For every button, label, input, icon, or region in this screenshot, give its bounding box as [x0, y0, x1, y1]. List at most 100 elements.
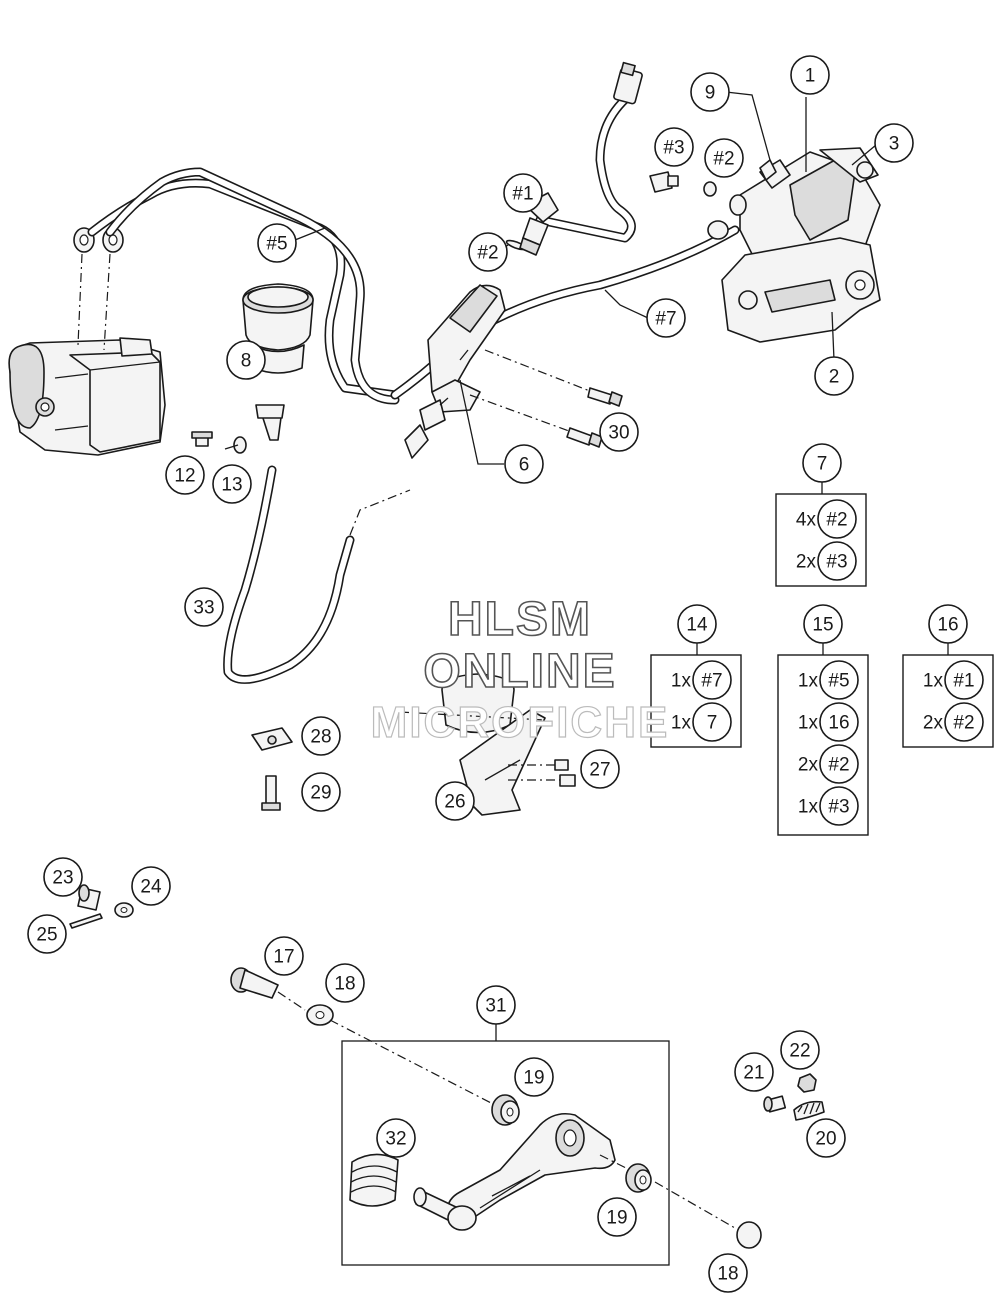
- callout-29[interactable]: 29: [301, 772, 341, 812]
- callout-32[interactable]: 32: [376, 1118, 416, 1158]
- callout-25[interactable]: 25: [27, 914, 67, 954]
- callout-circle: [597, 1197, 637, 1237]
- watermark-line-3: MICROFICHE: [370, 697, 670, 747]
- callout-22[interactable]: 22: [780, 1030, 820, 1070]
- callout-h5[interactable]: #5: [257, 223, 297, 263]
- bolt-29[interactable]: [261, 775, 281, 811]
- clevis-pin-23[interactable]: [77, 884, 101, 911]
- callout-1[interactable]: 1: [790, 55, 830, 95]
- callout-circle: [476, 985, 516, 1025]
- callout-6[interactable]: 6: [504, 444, 544, 484]
- callout-circle: [468, 232, 508, 272]
- callout-h3[interactable]: #3: [654, 127, 694, 167]
- kit-item-label: #5: [828, 671, 849, 692]
- pivot-bolt-17[interactable]: [230, 967, 306, 1011]
- kit-item-ref[interactable]: #3: [817, 541, 857, 581]
- callout-18a[interactable]: 18: [325, 963, 365, 1003]
- callout-24[interactable]: 24: [131, 866, 171, 906]
- washer-24[interactable]: [114, 902, 134, 918]
- callout-h2b[interactable]: #2: [704, 138, 744, 178]
- bleed-valve-9[interactable]: [759, 159, 777, 181]
- callout-h2a[interactable]: #2: [468, 232, 508, 272]
- callout-label: 1: [805, 66, 816, 87]
- callout-20[interactable]: 20: [806, 1118, 846, 1158]
- callout-2[interactable]: 2: [814, 356, 854, 396]
- reservoir-hose-33[interactable]: [223, 465, 411, 685]
- pressure-sensor-1[interactable]: [519, 192, 559, 256]
- kit-item-ref[interactable]: #5: [819, 660, 859, 700]
- callout-19a[interactable]: 19: [514, 1057, 554, 1097]
- kit-item-ref[interactable]: 7: [692, 702, 732, 742]
- callout-27[interactable]: 27: [580, 749, 620, 789]
- callout-28[interactable]: 28: [301, 716, 341, 756]
- kit-item-circle: [819, 744, 859, 784]
- kit-item-ref[interactable]: #7: [692, 660, 732, 700]
- callout-circle: [165, 455, 205, 495]
- callout-26[interactable]: 26: [435, 781, 475, 821]
- nut-22[interactable]: [797, 1073, 817, 1093]
- callout-9[interactable]: 9: [690, 72, 730, 112]
- kit-item-circle: [819, 702, 859, 742]
- kit-callout[interactable]: 16: [928, 604, 968, 644]
- kit-item-ref[interactable]: 16: [819, 702, 859, 742]
- reservoir-screw-12[interactable]: [191, 431, 213, 447]
- callout-13[interactable]: 13: [212, 464, 252, 504]
- callout-circle: [504, 444, 544, 484]
- callout-18b[interactable]: 18: [708, 1253, 748, 1293]
- bracket-bolts-27[interactable]: [508, 759, 576, 787]
- callout-label: 6: [519, 455, 530, 476]
- callout-label: 20: [815, 1129, 836, 1150]
- brake-line-5[interactable]: [87, 167, 400, 405]
- callout-circle: [690, 72, 730, 112]
- callout-17[interactable]: 17: [264, 936, 304, 976]
- kit-item-ref[interactable]: #3: [819, 786, 859, 826]
- callout-8[interactable]: 8: [226, 340, 266, 380]
- master-cylinder-6[interactable]: [404, 284, 506, 459]
- washer-18-lower[interactable]: [736, 1221, 762, 1249]
- kit-callout[interactable]: 7: [802, 443, 842, 483]
- kit-item-qty: 1x: [923, 671, 944, 692]
- callout-h7[interactable]: #7: [646, 298, 686, 338]
- reservoir-clip-13[interactable]: [233, 436, 247, 454]
- callout-circle: [212, 464, 252, 504]
- brake-fluid-reservoir-8[interactable]: [242, 283, 314, 441]
- kit-item-circle: [944, 702, 984, 742]
- pivot-axis-lower: [599, 1154, 736, 1229]
- kit-callout[interactable]: 14: [677, 604, 717, 644]
- master-cylinder-bolts-30[interactable]: [469, 349, 623, 448]
- kit-item-ref[interactable]: #1: [944, 660, 984, 700]
- abs-hydraulic-unit[interactable]: [8, 337, 166, 456]
- hose-clamp-28[interactable]: [251, 727, 293, 751]
- callout-circle: [503, 173, 543, 213]
- brake-pedal[interactable]: [413, 1112, 616, 1231]
- banjo-bolt-3[interactable]: [649, 171, 679, 193]
- callout-circle: [514, 1057, 554, 1097]
- callout-label: 19: [523, 1068, 544, 1089]
- kit-callout-circle: [677, 604, 717, 644]
- kit-item-ref[interactable]: #2: [944, 702, 984, 742]
- cotter-pin-25[interactable]: [69, 913, 103, 929]
- kit-item-circle: [692, 660, 732, 700]
- kit-item-ref[interactable]: #2: [819, 744, 859, 784]
- kit-callout[interactable]: 15: [803, 604, 843, 644]
- callout-23[interactable]: 23: [43, 857, 83, 897]
- callout-33[interactable]: 33: [184, 587, 224, 627]
- bearing-19-upper[interactable]: [491, 1094, 520, 1126]
- bolt-21[interactable]: [763, 1095, 787, 1113]
- pedal-spring-32[interactable]: [349, 1153, 399, 1207]
- kit-item-ref[interactable]: #2: [817, 499, 857, 539]
- seal-ring-2[interactable]: [505, 181, 717, 251]
- callout-3[interactable]: 3: [874, 123, 914, 163]
- callout-h1[interactable]: #1: [503, 173, 543, 213]
- callout-30[interactable]: 30: [599, 412, 639, 452]
- washer-18-upper[interactable]: [306, 1004, 334, 1026]
- callout-31[interactable]: 31: [476, 985, 516, 1025]
- callout-21[interactable]: 21: [734, 1052, 774, 1092]
- callout-19b[interactable]: 19: [597, 1197, 637, 1237]
- bearing-19-lower[interactable]: [625, 1163, 652, 1193]
- return-spring-20[interactable]: [793, 1100, 825, 1121]
- caliper-bracket-2[interactable]: [721, 237, 881, 343]
- callout-12[interactable]: 12: [165, 455, 205, 495]
- callout-circle: [325, 963, 365, 1003]
